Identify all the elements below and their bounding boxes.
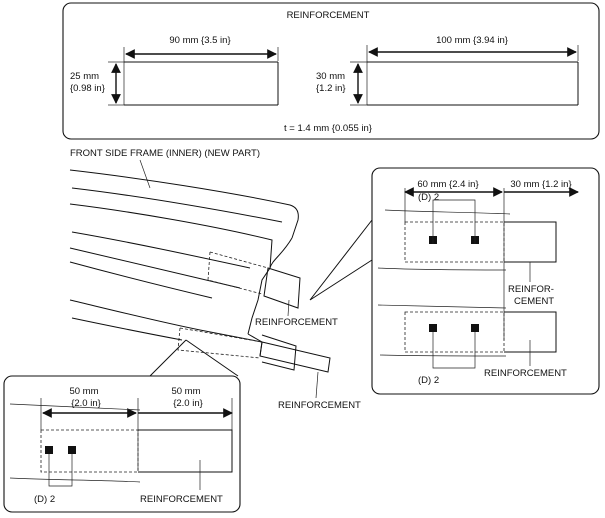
reinforcement-upper-label: REINFORCEMENT xyxy=(255,317,338,328)
left-height-mm: 25 mm xyxy=(70,71,99,82)
left-detail-panel: 50 mm {2.0 in} 50 mm {2.0 in} (D) 2 REIN… xyxy=(3,375,241,513)
right-detail-reinf-line2: CEMENT xyxy=(514,296,554,307)
right-callout-pointer xyxy=(309,219,373,301)
left-width-dimension: 90 mm {3.5 in} xyxy=(169,35,230,46)
weld-spot-icon xyxy=(68,446,76,454)
right-height-in: {1.2 in} xyxy=(316,83,346,94)
reinforcement-lower-label: REINFORCEMENT xyxy=(278,400,361,411)
lower-reinforcement-part xyxy=(177,327,331,373)
left-detail-dim-right-in: {2.0 in} xyxy=(173,398,203,409)
left-callout-pointer xyxy=(149,339,239,377)
right-height-mm: 30 mm xyxy=(316,71,345,82)
weld-spot-icon xyxy=(45,446,53,454)
right-detail-weld-top: (D) 2 xyxy=(418,192,439,203)
front-side-frame-illustration: FRONT SIDE FRAME (INNER) (NEW PART) REIN… xyxy=(69,148,373,411)
weld-spot-icon xyxy=(471,324,479,332)
left-detail-dim-right-mm: 50 mm xyxy=(171,386,200,397)
right-detail-dim-left: 60 mm {2.4 in} xyxy=(417,179,478,190)
thickness-label: t = 1.4 mm {0.055 in} xyxy=(284,123,372,134)
right-detail-frame xyxy=(371,167,600,395)
right-detail-reinf-bottom: REINFORCEMENT xyxy=(484,368,567,379)
upper-reinforcement-part xyxy=(207,251,301,309)
left-detail-weld: (D) 2 xyxy=(34,494,55,505)
top-reinforcement-panel: REINFORCEMENT 90 mm {3.5 in} 25 mm {0.98… xyxy=(62,2,600,140)
right-detail-weld-bottom: (D) 2 xyxy=(418,375,439,386)
weld-spot-icon xyxy=(429,324,437,332)
left-detail-reinf: REINFORCEMENT xyxy=(140,494,223,505)
frame-label: FRONT SIDE FRAME (INNER) (NEW PART) xyxy=(70,148,260,159)
right-detail-dim-right: 30 mm {1.2 in} xyxy=(510,179,571,190)
left-detail-frame xyxy=(3,375,241,513)
right-detail-reinf-line1: REINFOR- xyxy=(508,284,554,295)
right-detail-panel: 60 mm {2.4 in} 30 mm {1.2 in} (D) 2 (D) … xyxy=(371,167,600,395)
left-height-in: {0.98 in} xyxy=(70,83,105,94)
right-width-dimension: 100 mm {3.94 in} xyxy=(436,35,508,46)
frame-leader xyxy=(139,159,151,189)
top-panel-title: REINFORCEMENT xyxy=(287,10,370,21)
left-detail-dim-left-in: {2.0 in} xyxy=(71,398,101,409)
left-detail-dim-left-mm: 50 mm xyxy=(69,386,98,397)
